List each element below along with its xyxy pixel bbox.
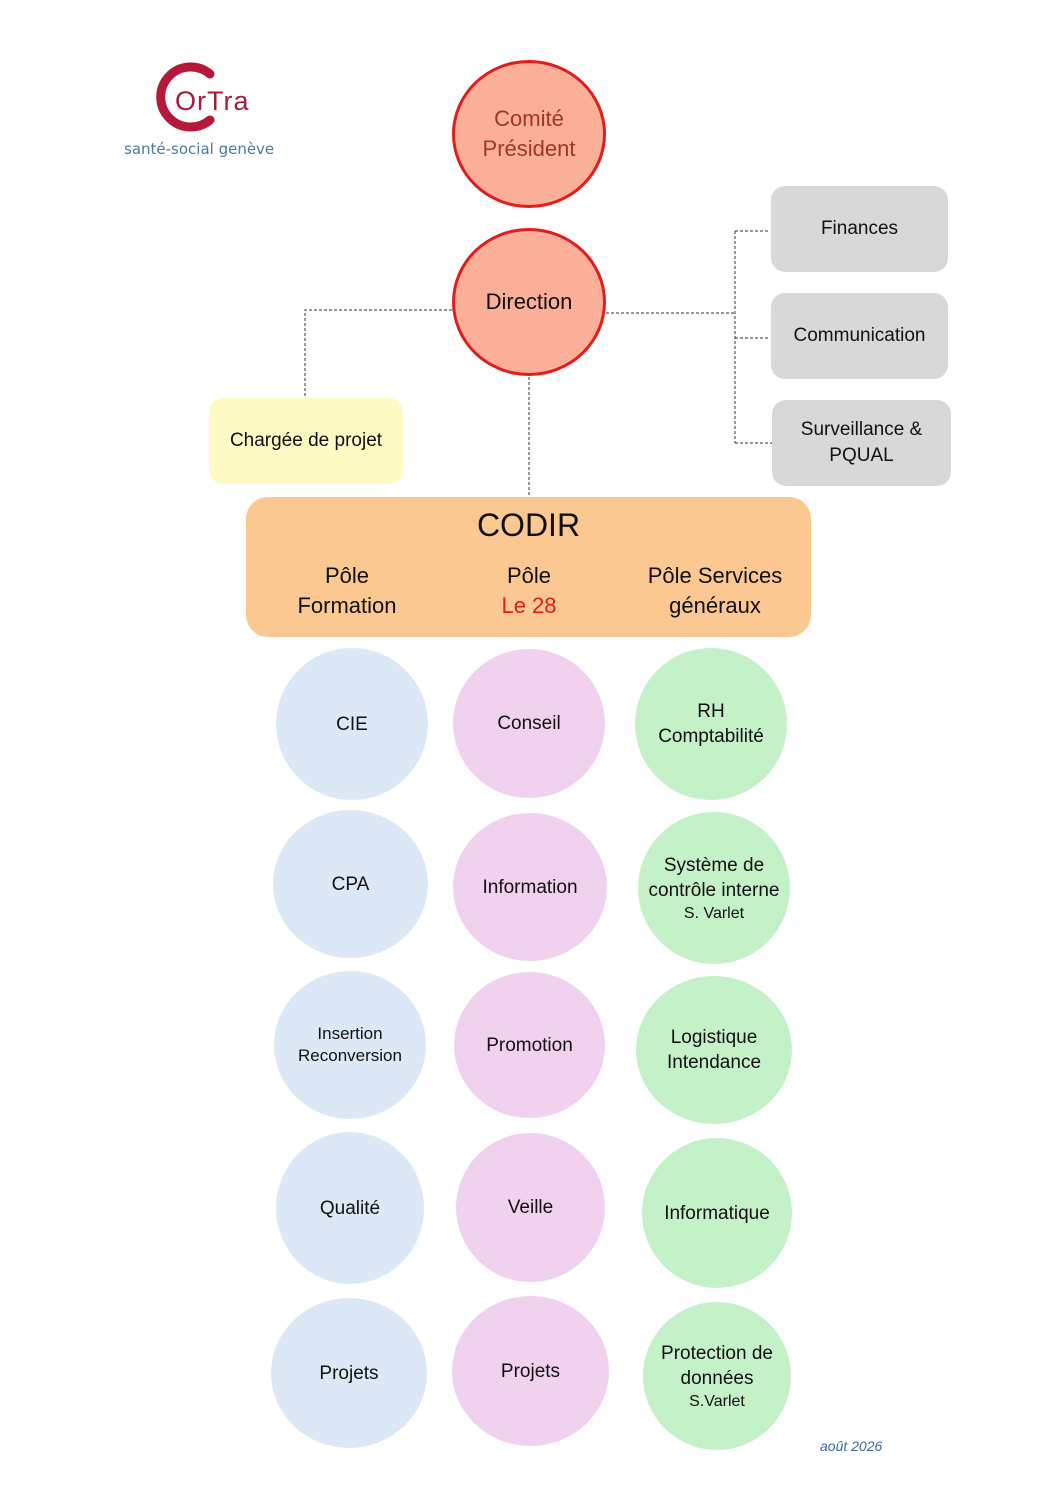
pole-le28-line2: Le 28 bbox=[501, 593, 557, 618]
node-rh-comptabilite: RH Comptabilité bbox=[635, 648, 787, 800]
node-informatique-label: Informatique bbox=[664, 1202, 770, 1224]
pole-formation-line1: Pôle bbox=[324, 563, 370, 588]
node-sci-line1: Système de bbox=[663, 854, 765, 876]
pole-le28-line1: Pôle bbox=[506, 563, 552, 588]
node-veille: Veille bbox=[456, 1133, 605, 1282]
node-cpa-label: CPA bbox=[331, 873, 370, 895]
node-insertion-reconversion: Insertion Reconversion bbox=[274, 971, 426, 1119]
surveillance-label: Surveillance & bbox=[800, 419, 923, 440]
president-label: Président bbox=[482, 136, 576, 161]
node-cie: CIE bbox=[276, 648, 428, 800]
surveillance-box: Surveillance & PQUAL bbox=[772, 400, 951, 486]
pole-services-line1: Pôle Services bbox=[647, 563, 783, 588]
comite-label: Comité bbox=[494, 106, 564, 131]
logo-tagline: santé-social genève bbox=[124, 140, 275, 158]
node-protection-line3: S.Varlet bbox=[689, 1392, 745, 1410]
logo-name: OrTra bbox=[175, 86, 250, 116]
logo bbox=[120, 60, 270, 160]
node-conseil-label: Conseil bbox=[497, 713, 561, 734]
node-protection-line2: données bbox=[680, 1367, 754, 1389]
node-projets-formation-label: Projets bbox=[319, 1362, 379, 1384]
node-protection-line1: Protection de bbox=[661, 1342, 773, 1364]
logo-c-mark-icon bbox=[156, 62, 215, 132]
codir-box: CODIR Pôle Formation Pôle Le 28 Pôle Ser… bbox=[246, 497, 811, 637]
node-protection-donnees: Protection de données S.Varlet bbox=[643, 1302, 791, 1450]
node-qualite-label: Qualité bbox=[319, 1197, 381, 1219]
node-rh-label: RH bbox=[697, 701, 725, 722]
node-veille-label: Veille bbox=[507, 1197, 554, 1218]
pole-formation-line2: Formation bbox=[297, 593, 397, 618]
node-conseil: Conseil bbox=[453, 649, 605, 798]
direction-label: Direction bbox=[485, 289, 573, 314]
chargee-label: Chargée de projet bbox=[229, 430, 383, 451]
node-logistique-intendance: Logistique Intendance bbox=[636, 976, 792, 1124]
node-reconversion-label: Reconversion bbox=[298, 1046, 402, 1065]
node-promotion-label: Promotion bbox=[486, 1034, 573, 1056]
footer-date: août 2026 bbox=[820, 1438, 883, 1454]
pqual-label: PQUAL bbox=[829, 445, 894, 466]
node-systeme-controle-interne: Système de contrôle interne S. Varlet bbox=[638, 812, 790, 964]
node-cpa: CPA bbox=[273, 810, 428, 958]
chargee-de-projet-box: Chargée de projet bbox=[209, 398, 403, 484]
node-cie-label: CIE bbox=[336, 713, 368, 735]
communication-box: Communication bbox=[771, 293, 948, 379]
pole-services-line2: généraux bbox=[669, 593, 761, 618]
direction-node: Direction bbox=[452, 228, 606, 376]
finances-label: Finances bbox=[820, 218, 899, 239]
codir-title: CODIR bbox=[476, 507, 581, 543]
node-insertion-label: Insertion bbox=[317, 1024, 383, 1043]
node-intendance-label: Intendance bbox=[666, 1052, 762, 1073]
node-sci-line3: S. Varlet bbox=[683, 904, 745, 922]
node-information: Information bbox=[453, 813, 607, 961]
node-projets-le28: Projets bbox=[452, 1296, 609, 1446]
node-logistique-label: Logistique bbox=[670, 1027, 758, 1048]
node-promotion: Promotion bbox=[454, 972, 605, 1118]
node-projets-le28-label: Projets bbox=[500, 1360, 561, 1382]
communication-label: Communication bbox=[793, 325, 926, 346]
finances-box: Finances bbox=[771, 186, 948, 272]
node-qualite: Qualité bbox=[276, 1132, 424, 1284]
node-projets-formation: Projets bbox=[271, 1298, 427, 1448]
pole-formation: Pôle Formation bbox=[276, 561, 418, 621]
pole-services: Pôle Services généraux bbox=[634, 561, 796, 621]
comite-president-node: Comité Président bbox=[452, 60, 606, 208]
pole-le28: Pôle Le 28 bbox=[458, 561, 600, 621]
node-information-label: Information bbox=[482, 876, 578, 898]
node-comptabilite-label: Comptabilité bbox=[658, 726, 764, 747]
node-informatique: Informatique bbox=[642, 1138, 792, 1288]
node-sci-line2: contrôle interne bbox=[648, 879, 780, 901]
